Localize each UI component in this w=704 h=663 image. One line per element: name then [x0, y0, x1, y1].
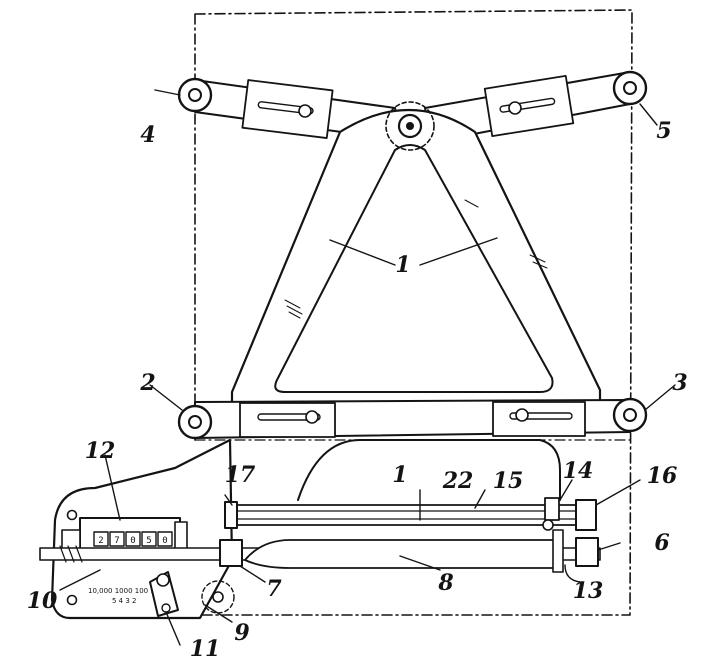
label-part-10: 10 — [27, 588, 58, 614]
label-part-2: 2 — [139, 370, 155, 396]
label-part-14: 14 — [563, 458, 594, 484]
label-part-12: 12 — [85, 438, 116, 464]
counter-12: 2 7 0 5 0 — [61, 517, 188, 559]
scale-sub: 5 4 3 2 — [112, 597, 137, 605]
counter-digit: 0 — [130, 536, 135, 546]
pin-4 — [177, 77, 213, 113]
label-part-11: 11 — [190, 636, 221, 662]
label-part-13: 13 — [573, 578, 604, 604]
counter-digit: 2 — [98, 536, 103, 546]
label-part-7: 7 — [266, 576, 282, 602]
leader-lines — [59, 89, 676, 623]
rod-8 — [39, 529, 601, 573]
counter-digit: 0 — [162, 536, 167, 546]
label-part-15: 15 — [493, 468, 524, 494]
label-part-16: 16 — [647, 463, 678, 489]
label-part-9: 9 — [234, 620, 249, 646]
corner-pins — [177, 70, 648, 440]
label-part-22: 22 — [442, 468, 474, 494]
label-part-17: 17 — [225, 462, 256, 488]
lever-11 — [149, 571, 181, 646]
pin-5 — [612, 70, 648, 106]
counter-digit: 7 — [114, 536, 119, 546]
pin-3 — [612, 397, 648, 433]
label-part-5: 5 — [656, 118, 671, 144]
scale-marks: 10,000 1000 100 10 1 — [88, 587, 166, 595]
pin-2 — [177, 404, 213, 440]
label-part-1-lower: 1 — [392, 462, 407, 488]
label-part-3: 3 — [672, 370, 687, 396]
lower-crossbar — [194, 399, 631, 439]
lower-arch — [297, 439, 561, 501]
label-part-6: 6 — [654, 530, 669, 556]
rod-15 — [224, 497, 597, 531]
label-part-4: 4 — [140, 122, 155, 148]
counter-digit: 5 — [146, 536, 151, 546]
label-part-1-upper: 1 — [395, 252, 410, 278]
label-part-8: 8 — [437, 570, 453, 596]
triangular-frame — [230, 101, 602, 432]
